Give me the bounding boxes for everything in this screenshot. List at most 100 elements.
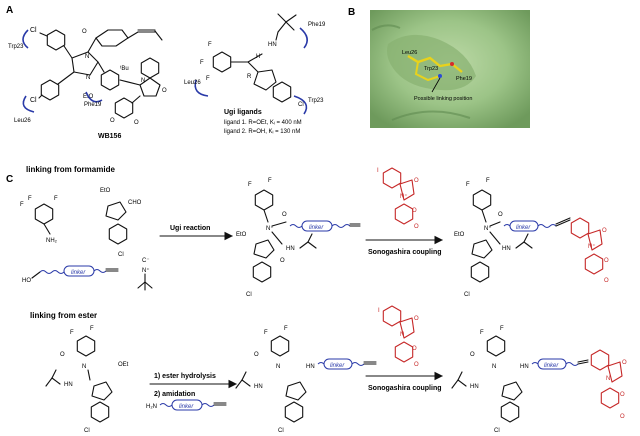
r1i-n: N⁺ xyxy=(266,225,274,232)
r1pr-hn: HN xyxy=(502,246,511,252)
wb156-o3: O xyxy=(110,118,115,124)
r2-hn: HN xyxy=(64,382,73,388)
r1pr-o1: O xyxy=(498,212,503,218)
r2i-hn1: HN xyxy=(306,364,315,370)
r2pr-hn1: HN xyxy=(520,364,529,370)
ugi-f3: F xyxy=(206,76,210,82)
r1-cho: CHO xyxy=(128,200,142,206)
ugi-ligand1: ligand 1. R=OEt, Kᵢ = 400 nM xyxy=(224,120,302,126)
r2i-o1: O xyxy=(254,352,259,358)
row2-starting-material: F F O N OEt HN Cl xyxy=(45,326,129,434)
r1pr-f2: F xyxy=(486,178,490,184)
ugi-cl: Cl xyxy=(298,102,304,108)
r1p-n: N⁺ xyxy=(400,193,408,200)
r1-ho: HO xyxy=(22,278,31,284)
r2-cl: Cl xyxy=(84,428,90,434)
r2pr-n2: N xyxy=(606,376,610,382)
r1i-linker-label: linker xyxy=(309,225,324,231)
r2pr-f2: F xyxy=(500,326,504,332)
r2pr-o4: O xyxy=(620,414,625,420)
r1-i: I xyxy=(377,168,379,174)
ligand-stick-model xyxy=(407,54,463,73)
wb156-trp23: Trp23 xyxy=(8,44,24,50)
ugi-phe19: Phe19 xyxy=(308,22,326,28)
r2-f1: F xyxy=(70,330,74,336)
r1-cl: Cl xyxy=(118,252,124,258)
row2-product: F F O N HN linker HN Cl O N O O xyxy=(451,326,627,434)
ugi-leu26: Leu26 xyxy=(184,80,201,86)
wb156-cl-bottom: Cl xyxy=(30,97,37,104)
r1pr-eto: EtO xyxy=(454,232,465,238)
row2-step1: 1) ester hydrolysis xyxy=(154,373,216,380)
wb156-structure: Cl Cl N N O ᵗBu EtO N O O O xyxy=(8,27,167,140)
ugi-leu26-arc xyxy=(194,79,209,97)
r2i-linker-label: linker xyxy=(330,363,345,369)
r2pr-o1: O xyxy=(470,352,475,358)
ugi-title: Ugi ligands xyxy=(224,109,262,116)
r2-oet: OEt xyxy=(118,362,129,368)
panel-label-a: A xyxy=(6,5,13,16)
b-phe19: Phe19 xyxy=(456,76,472,82)
row1-sonogashira: Sonogashira coupling xyxy=(368,249,442,256)
r1i-f2: F xyxy=(268,178,272,184)
ugi-h: H xyxy=(256,54,260,60)
wb156-n1: N xyxy=(85,54,89,60)
r2-i: I xyxy=(378,308,380,314)
r2-f2: F xyxy=(90,326,94,332)
r1-c: C⁻ xyxy=(142,258,150,264)
panel-label-c: C xyxy=(6,174,13,185)
r1pr-linker-label: linker xyxy=(516,225,531,231)
row2-sonogashira: Sonogashira coupling xyxy=(368,385,442,392)
r1-eto: EtO xyxy=(100,188,111,194)
row2-intermediate: F F O N HN linker HN Cl xyxy=(235,326,377,434)
row1-iodo-pomalidomide: I O N⁺ O O xyxy=(377,167,419,230)
r2pr-o3: O xyxy=(620,392,625,398)
trp23-arc xyxy=(22,29,29,49)
r1i-eto: EtO xyxy=(236,232,247,238)
r2pr-hn2: HN xyxy=(470,384,479,390)
wb156-o4: O xyxy=(134,120,139,126)
row1-ugi-reaction: Ugi reaction xyxy=(170,225,210,232)
r2p-o1: O xyxy=(414,316,419,322)
row2-title: linking from ester xyxy=(30,311,97,320)
phe19-arc xyxy=(85,91,103,103)
r2i-hn2: HN xyxy=(254,384,263,390)
r1pr-o2: O xyxy=(602,228,607,234)
row2-iodo-pomalidomide: I O N O O xyxy=(378,305,419,368)
wb156-o2: O xyxy=(162,88,167,94)
row1-title: linking from formamide xyxy=(26,165,115,174)
r2pr-f1: F xyxy=(480,330,484,336)
r1i-f1: F xyxy=(248,182,252,188)
r1i-o1: O xyxy=(282,212,287,218)
wb156-tbu: ᵗBu xyxy=(120,65,129,72)
panel-label-b: B xyxy=(348,7,355,18)
r2-o1: O xyxy=(60,352,65,358)
r2-n: N xyxy=(82,364,86,370)
r2i-n: N xyxy=(276,364,280,370)
wb156-name: WB156 xyxy=(98,133,121,140)
r2p-o3: O xyxy=(414,362,419,368)
ugi-ligand-structure: HN H F F F R Cl Phe19 Leu26 Trp23 Ugi li… xyxy=(184,13,326,135)
ugi-phe19-arc xyxy=(299,27,308,49)
r2p-o2: O xyxy=(412,346,417,352)
r1pr-o3: O xyxy=(604,258,609,264)
r1-nh2: NH₂ xyxy=(46,238,58,244)
leu26-arc xyxy=(22,95,35,113)
r1pr-f1: F xyxy=(466,182,470,188)
row1-product: F F N⁺ O linker EtO Cl HN O N⁺ O O xyxy=(454,178,609,298)
r2-h2n: H₂N xyxy=(146,404,157,410)
r1pr-n2: N⁺ xyxy=(588,243,596,250)
ugi-trp23: Trp23 xyxy=(308,98,324,104)
r2pr-n: N xyxy=(492,364,496,370)
r1i-o2: O xyxy=(280,258,285,264)
r2-linker-label: linker xyxy=(179,404,194,410)
r1p-o3: O xyxy=(414,224,419,230)
r1pr-o4: O xyxy=(604,278,609,284)
r2i-f2: F xyxy=(284,326,288,332)
b-possible-linking: Possible linking position xyxy=(414,96,472,102)
row2-step2: 2) amidation xyxy=(154,391,195,398)
r1pr-cl: Cl xyxy=(464,292,470,298)
r2pr-linker-label: linker xyxy=(544,363,559,369)
ugi-hn: HN xyxy=(268,42,277,48)
ugi-r: R xyxy=(247,74,252,80)
